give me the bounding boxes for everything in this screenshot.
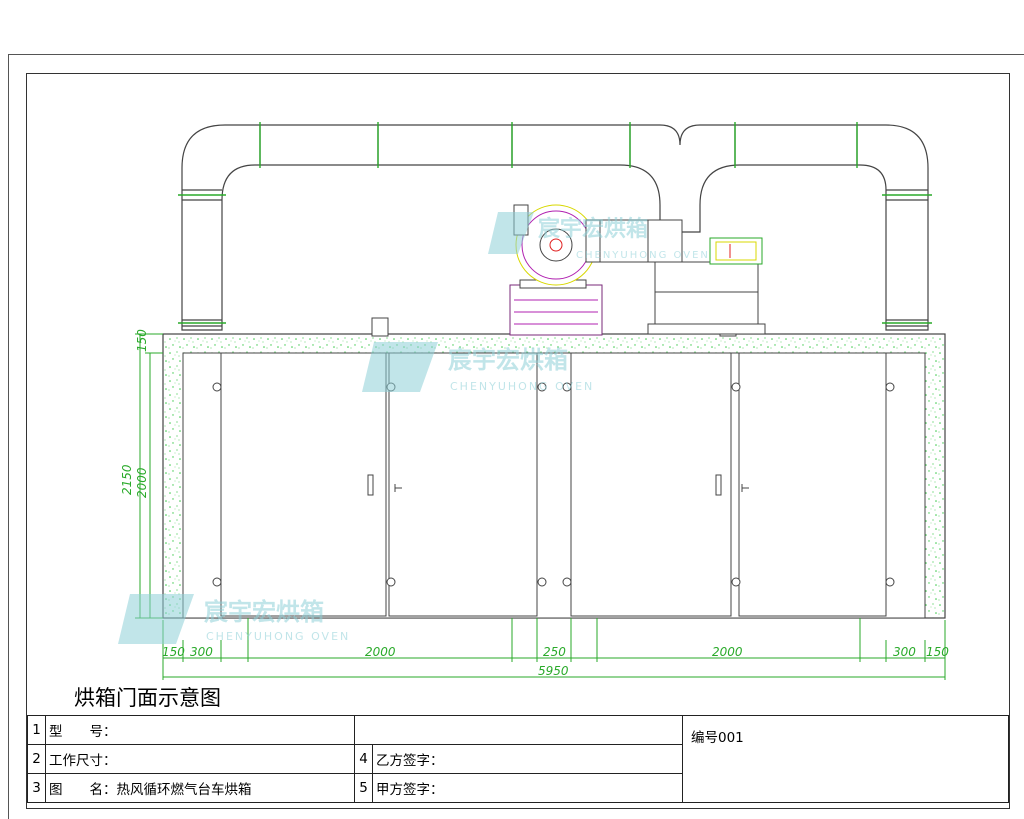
dimension-lines xyxy=(135,333,946,680)
dimension-labels: 150 300 2000 250 2000 300 150 5950 2150 … xyxy=(120,329,949,678)
watermark-mark-icon xyxy=(118,594,194,644)
dim-2000-left: 2000 xyxy=(365,645,396,659)
party-b-signature-field: 乙方签字： xyxy=(372,744,683,774)
title-block: 1 型 号： 编号001 2 工作尺寸： 4 乙方签字： 3 图 名：热风循环燃… xyxy=(27,715,1009,803)
row-number: 4 xyxy=(354,744,373,774)
duct-flange-marks xyxy=(178,122,932,324)
watermark-logo: 宸宇宏烘箱 CHENYUHONG OVEN 宸宇宏烘箱 CHENYUHONG O… xyxy=(118,212,710,644)
oven-body xyxy=(162,317,946,619)
door-hinges xyxy=(212,382,895,587)
watermark-sub: CHENYUHONG OVEN xyxy=(206,630,350,643)
sheet-outer-border xyxy=(8,54,1024,819)
dim-150-right: 150 xyxy=(926,645,949,659)
watermark-mark-icon xyxy=(362,342,438,392)
dim-total-width: 5950 xyxy=(538,664,569,678)
work-size-field: 工作尺寸： xyxy=(45,744,355,774)
sheet-inner-border xyxy=(26,73,1010,809)
watermark-brand: 宸宇宏烘箱 xyxy=(204,598,324,626)
model-field: 型 号： xyxy=(45,715,355,745)
watermark-sub: CHENYUHONG OVEN xyxy=(576,250,710,261)
dim-250: 250 xyxy=(543,645,566,659)
dim-150-left: 150 xyxy=(162,645,185,659)
dim-height-inner: 2000 xyxy=(135,467,149,498)
drawing-name-field: 图 名：热风循环燃气台车烘箱 xyxy=(45,773,355,803)
dim-300-right: 300 xyxy=(893,645,916,659)
dim-top-thickness: 150 xyxy=(135,329,149,352)
dim-300-left: 300 xyxy=(190,645,213,659)
watermark-brand: 宸宇宏烘箱 xyxy=(448,346,568,374)
watermark-brand: 宸宇宏烘箱 xyxy=(538,216,648,242)
watermark-mark-icon xyxy=(488,212,534,254)
row-number: 2 xyxy=(27,744,46,774)
party-a-signature-field: 甲方签字： xyxy=(372,773,683,803)
dim-height-outer: 2150 xyxy=(120,464,134,495)
row-number: 5 xyxy=(354,773,373,803)
row-number: 1 xyxy=(27,715,46,745)
row-number: 3 xyxy=(27,773,46,803)
doors xyxy=(220,352,887,617)
blank-cell xyxy=(354,715,683,745)
drawing-number: 编号001 xyxy=(682,715,1009,803)
dim-2000-right: 2000 xyxy=(712,645,743,659)
watermark-sub: CHENYUHONG OVEN xyxy=(450,380,594,393)
drawing-title: 烘箱门面示意图 xyxy=(74,686,221,710)
